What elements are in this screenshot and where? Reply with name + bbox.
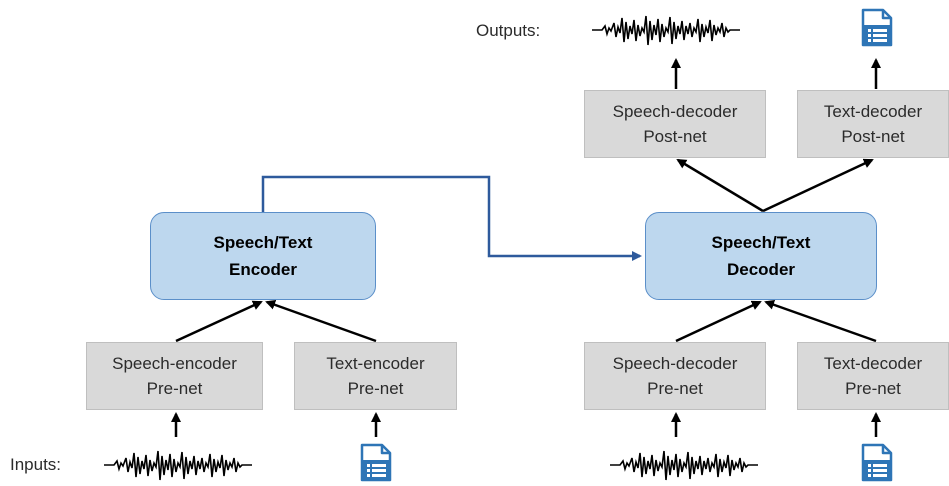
encoder-label-line2: Encoder xyxy=(228,260,298,279)
encoder-label-line1: Speech/Text xyxy=(213,233,313,252)
text-decoder-prenet-line2: Pre-net xyxy=(845,379,901,398)
encoder-to-decoder-connector xyxy=(261,175,642,261)
text-encoder-prenet: Text-encoder Pre-net xyxy=(294,342,457,410)
input-text-document-icon xyxy=(360,443,392,482)
speech-decoder-postnet-line2: Post-net xyxy=(643,127,707,146)
arrow-text-decoder-prenet-to-decoder xyxy=(764,299,877,343)
inputs-label: Inputs: xyxy=(10,455,62,474)
text-encoder-prenet-line2: Pre-net xyxy=(347,379,404,398)
arrow-decoder-to-text-decoder-postnet xyxy=(762,158,874,213)
arrow-text-encoder-prenet-to-encoder xyxy=(265,299,377,343)
text-decoder-postnet: Text-decoder Post-net xyxy=(797,90,949,158)
text-decoder-postnet-line1: Text-decoder xyxy=(823,102,923,121)
output-speech-waveform-icon xyxy=(592,15,740,46)
speech-decoder-prenet: Speech-decoder Pre-net xyxy=(584,342,766,410)
speech-text-encoder: Speech/Text Encoder xyxy=(150,212,376,300)
arrow-decoder-to-speech-decoder-postnet xyxy=(676,158,764,213)
target-text-document-icon xyxy=(861,443,893,482)
target-speech-waveform-icon xyxy=(610,450,758,481)
speech-decoder-postnet-line1: Speech-decoder xyxy=(612,102,738,121)
speech-encoder-prenet-line1: Speech-encoder xyxy=(112,354,237,373)
decoder-label-line2: Decoder xyxy=(726,260,796,279)
input-speech-waveform-icon xyxy=(104,450,252,481)
speech-decoder-postnet: Speech-decoder Post-net xyxy=(584,90,766,158)
speech-decoder-prenet-line1: Speech-decoder xyxy=(612,354,738,373)
outputs-label: Outputs: xyxy=(476,21,541,40)
decoder-label-line1: Speech/Text xyxy=(711,233,811,252)
text-decoder-postnet-line2: Post-net xyxy=(841,127,905,146)
arrow-speech-decoder-prenet-to-decoder xyxy=(675,300,762,343)
text-decoder-prenet-line1: Text-decoder xyxy=(823,354,923,373)
text-decoder-prenet: Text-decoder Pre-net xyxy=(797,342,949,410)
speech-encoder-prenet-line2: Pre-net xyxy=(146,379,203,398)
arrow-speech-encoder-prenet-to-encoder xyxy=(175,300,263,343)
speech-encoder-prenet: Speech-encoder Pre-net xyxy=(86,342,263,410)
output-text-document-icon xyxy=(861,8,893,47)
speech-decoder-prenet-line2: Pre-net xyxy=(647,379,703,398)
speech-text-decoder: Speech/Text Decoder xyxy=(645,212,877,300)
text-encoder-prenet-line1: Text-encoder xyxy=(326,354,425,373)
